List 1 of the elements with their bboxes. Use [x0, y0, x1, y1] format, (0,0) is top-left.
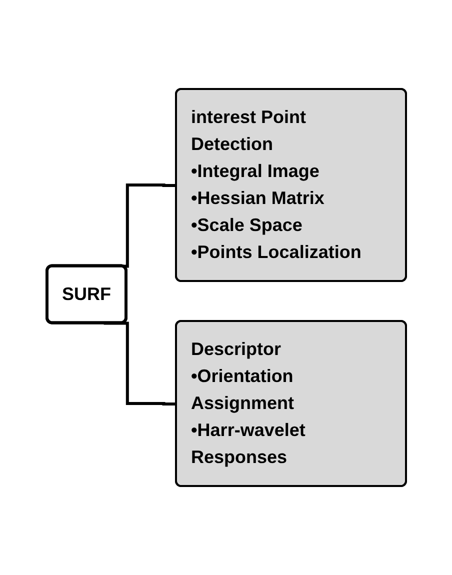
connector	[103, 322, 176, 406]
